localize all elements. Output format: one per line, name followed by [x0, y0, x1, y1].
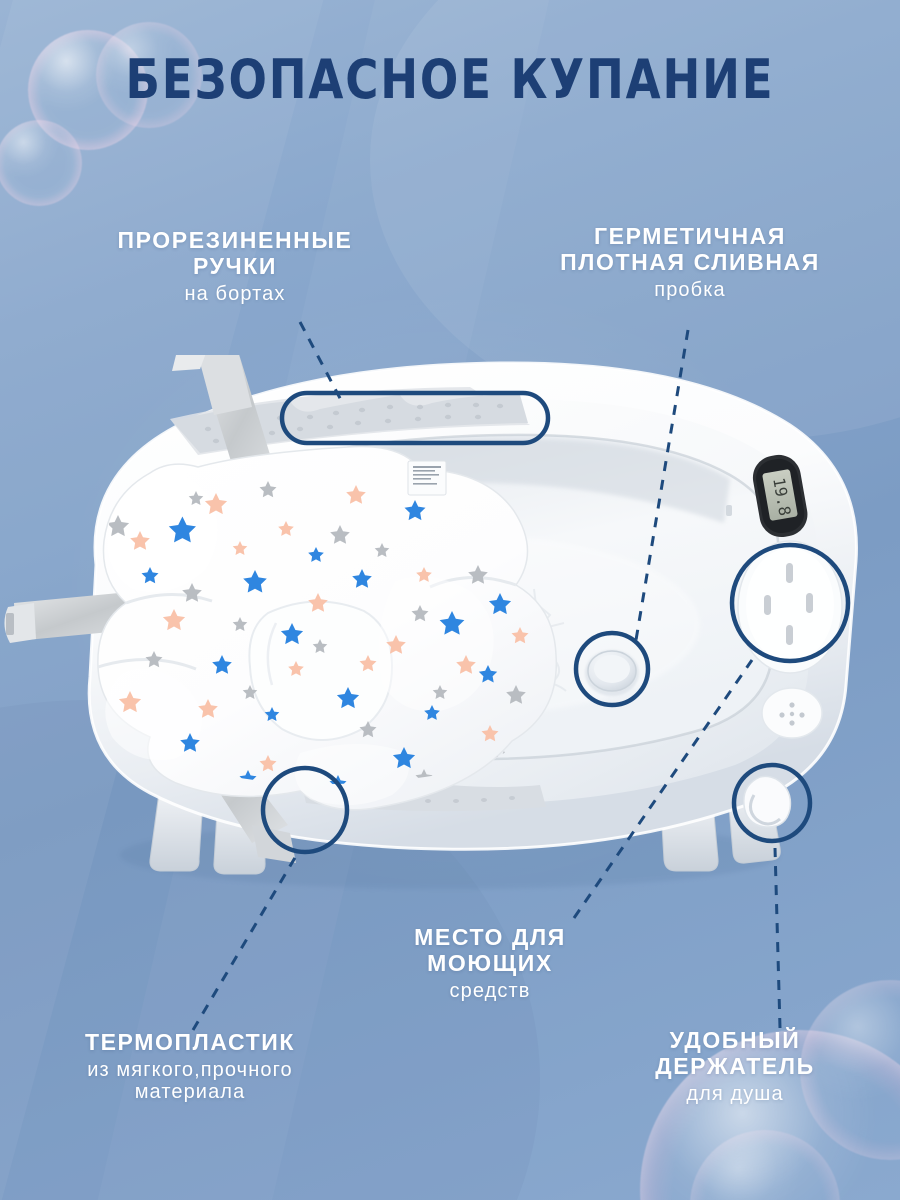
callout-headline: ДЕРЖАТЕЛЬ — [655, 1052, 815, 1079]
callout-headline: ТЕРМОПЛАСТИК — [84, 1029, 296, 1055]
callout-headline: МОЮЩИХ — [427, 949, 553, 976]
callout-headline: МЕСТО ДЛЯ — [414, 924, 566, 950]
thermometer-mount — [726, 505, 732, 516]
soap-bubble-icon — [28, 30, 148, 150]
callout-soap-holder: МЕСТО ДЛЯ МОЮЩИХ средств — [330, 924, 650, 1002]
soap-bubble-icon — [0, 120, 82, 206]
callout-subtext: средств — [449, 979, 531, 1002]
callout-thermoplastic: ТЕРМОПЛАСТИК из мягкого,прочного материа… — [0, 1029, 385, 1104]
callout-subtext: для душа — [686, 1082, 784, 1105]
drain-plug — [585, 650, 639, 696]
care-label-tag — [407, 460, 447, 496]
page-title: БЕЗОПАСНОЕ КУПАНИЕ — [125, 48, 775, 111]
soap-bubble-icon — [96, 22, 202, 128]
callout-headline: ПЛОТНАЯ СЛИВНАЯ — [560, 248, 820, 275]
highlight-tub-wall — [260, 765, 350, 855]
callout-headline: РУЧКИ — [192, 252, 278, 279]
callout-rubberized-handles: ПРОРЕЗИНЕННЫЕ РУЧКИ на бортах — [60, 227, 410, 305]
callout-subtext: из мягкого,прочного — [87, 1058, 293, 1081]
callout-headline: ГЕРМЕТИЧНАЯ — [593, 223, 786, 249]
callout-subtext: пробка — [654, 278, 726, 301]
highlight-soap-tray — [729, 542, 851, 664]
callout-subtext: материала — [134, 1081, 246, 1104]
callout-subtext: на бортах — [184, 282, 286, 305]
shower-hook — [743, 775, 792, 828]
callout-shower-holder: УДОБНЫЙ ДЕРЖАТЕЛЬ для душа — [570, 1027, 900, 1105]
digital-thermometer: 19.8 — [752, 454, 808, 538]
callout-headline: ПРОРЕЗИНЕННЫЕ — [117, 227, 353, 253]
callout-drain-plug: ГЕРМЕТИЧНАЯ ПЛОТНАЯ СЛИВНАЯ пробка — [500, 223, 880, 301]
product-illustration: 19.8 — [0, 351, 900, 900]
callout-headline: УДОБНЫЙ — [669, 1027, 801, 1053]
cushion-star-pattern — [107, 481, 529, 785]
highlight-handle-grip — [279, 390, 551, 446]
vent-cap — [761, 687, 823, 739]
soap-tray — [737, 540, 843, 674]
soap-tray-drain-slots — [764, 563, 813, 645]
baby-bath-cushion — [97, 445, 558, 811]
